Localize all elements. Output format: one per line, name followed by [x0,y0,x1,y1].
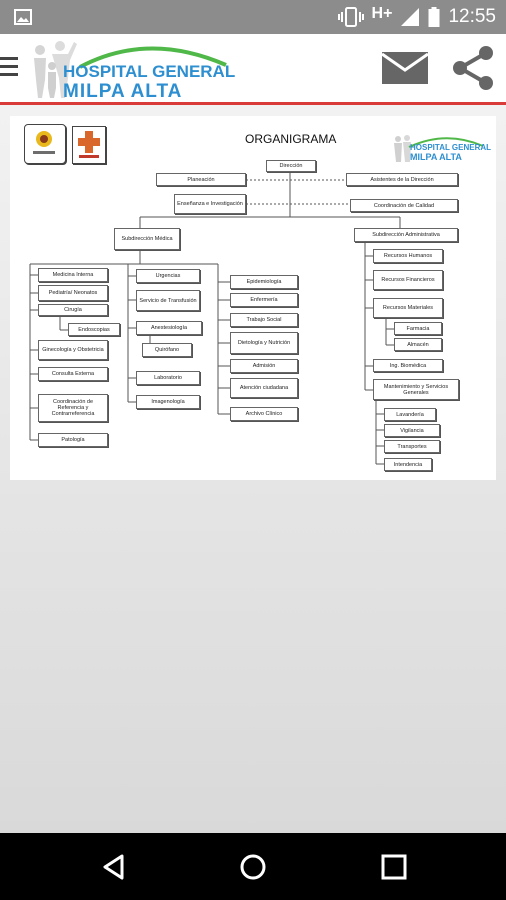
node-medicina-interna: Medicina Interna [38,268,108,282]
orgchart-logo-line1: HOSPITAL GENERAL [410,143,492,152]
node-recursos-materiales: Recursos Materiales [373,298,443,318]
hamburger-icon [0,57,18,60]
node-asistentes: Asistentes de la Dirección [346,173,458,186]
government-emblem-icon [33,131,55,154]
org-connectors [29,172,401,465]
node-trabajo-social: Trabajo Social [230,313,298,327]
orgchart-hospital-logo: HOSPITAL GENERAL MILPA ALTA [392,134,492,168]
home-icon[interactable] [239,853,267,881]
node-subdireccion-medica: Subdirección Médica [114,228,180,250]
node-calidad: Coordinación de Calidad [350,199,458,212]
node-cirugia: Cirugía [38,304,108,316]
node-pediatria: Pediatría/ Neonatos [38,285,108,301]
node-lavanderia: Lavandería [384,408,436,421]
node-quirofano: Quirófano [142,343,192,357]
node-intendencia: Intendencia [384,458,432,471]
node-ensenanza: Enseñanza e Investigación [174,194,246,214]
node-enfermeria: Enfermería [230,293,298,307]
node-consulta-externa: Consulta Externa [38,367,108,381]
node-laboratorio: Laboratorio [136,371,200,385]
node-endoscopias: Endoscopias [68,323,120,336]
recents-icon[interactable] [381,854,407,880]
menu-button[interactable] [0,53,20,81]
sedesa-logo [72,126,106,164]
clock: 12:55 [448,6,496,27]
node-almacen: Almacén [394,338,442,351]
battery-icon [428,7,440,27]
status-bar: H+ 12:55 [0,0,506,34]
image-notification-icon [14,9,32,25]
logo-arc [408,137,484,148]
node-direccion: Dirección [266,160,316,172]
node-urgencias: Urgencias [136,269,200,283]
navigation-bar [0,833,506,900]
node-planeacion: Planeación [156,173,246,186]
node-recursos-financieros: Recursos Financieros [373,270,443,290]
node-epidemiologia: Epidemiología [230,275,298,289]
node-dietologia: Dietología y Nutrición [230,332,298,354]
node-transportes: Transportes [384,440,440,453]
network-type: H+ [371,5,393,22]
node-farmacia: Farmacia [394,322,442,335]
node-ing-biomedica: Ing. Biomédica [373,359,443,372]
node-mantenimiento: Mantenimiento y Servicios Generales [373,379,459,400]
node-coordinacion-referencia: Coordinación de Referencia y Contrarrefe… [38,394,108,422]
vibrate-icon [337,7,364,27]
people-logo-icon [34,41,77,98]
node-subdireccion-administrativa: Subdirección Administrativa [354,228,458,242]
node-vigilancia: Vigilancia [384,424,440,437]
logo-title-line1: HOSPITAL GENERAL [63,62,236,81]
back-icon[interactable] [100,853,128,881]
node-patologia: Patología [38,433,108,447]
node-transfusion: Servicio de Transfusión [136,290,200,311]
logo-arc [79,46,227,69]
node-imagenologia: Imagenología [136,395,200,409]
app-bar-divider [0,102,506,105]
node-admision: Admisión [230,359,298,373]
node-archivo-clinico: Archivo Clínico [230,407,298,421]
node-atencion-ciudadana: Atención ciudadana [230,378,298,398]
node-anestesiologia: Anestesiología [136,321,202,335]
mail-button[interactable] [380,50,430,86]
share-button[interactable] [448,44,498,92]
sedesa-emblem-icon [78,131,100,158]
mail-icon [381,52,429,84]
share-icon [453,46,493,90]
node-recursos-humanos: Recursos Humanos [373,249,443,263]
node-ginecologia: Ginecología y Obstetricia [38,340,108,360]
orgchart-title: ORGANIGRAMA [245,132,337,146]
logo-title-line2: MILPA ALTA [63,81,183,102]
government-logo [24,124,66,164]
orgchart-logo-line2: MILPA ALTA [410,152,462,162]
signal-icon [401,8,420,26]
hospital-logo: HOSPITAL GENERAL MILPA ALTA [28,36,235,102]
